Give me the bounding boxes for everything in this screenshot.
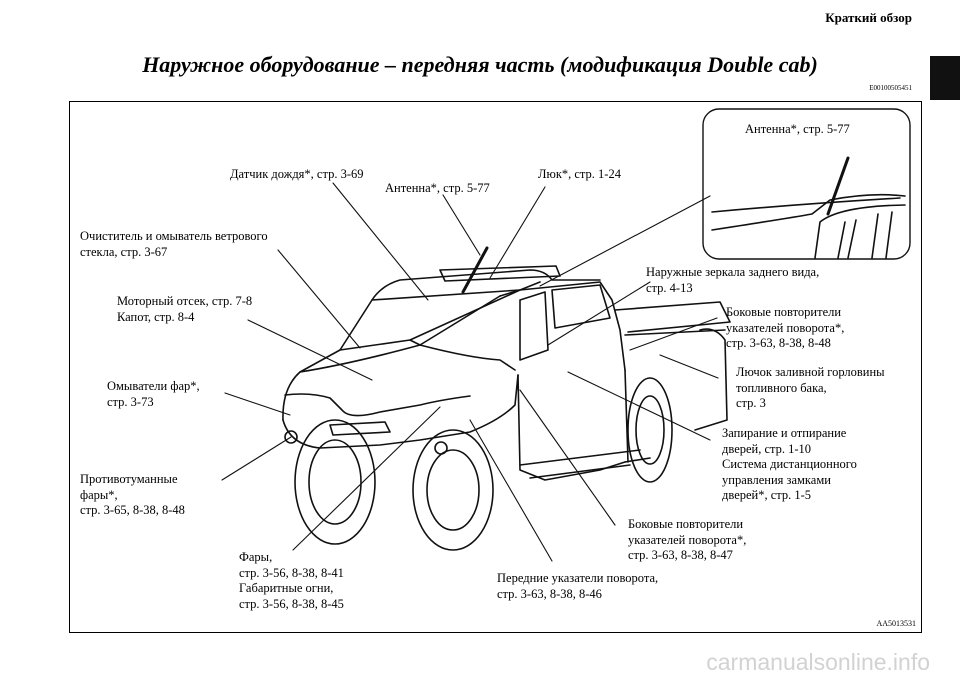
callout-antenna-inset: Антенна*, стр. 5-77: [745, 122, 850, 136]
callout-fuel-filler: Лючок заливной горловины топливного бака…: [736, 365, 885, 410]
callout-sunroof: Люк*, стр. 1-24: [538, 167, 621, 181]
callout-antenna: Антенна*, стр. 5-77: [385, 181, 490, 195]
callout-headlamps: Фары, стр. 3-56, 8-38, 8-41 Габаритные о…: [239, 550, 344, 611]
wheels: [294, 377, 673, 551]
watermark: carmanualsonline.info: [706, 649, 930, 675]
figure-frame: [69, 101, 922, 633]
callout-front-turn-signals: Передние указатели поворота, стр. 3-63, …: [497, 571, 659, 601]
callout-headlamp-washers: Омыватели фар*, стр. 3-73: [107, 379, 200, 409]
truck-body: [282, 246, 731, 481]
fog-lamp-shapes: [284, 430, 448, 455]
callout-side-repeaters-top: Боковые повторители указателей поворота*…: [726, 305, 845, 350]
callout-wiper-washer: Очиститель и омыватель ветрового стекла,…: [80, 229, 268, 259]
callout-side-repeaters-bottom: Боковые повторители указателей поворота*…: [628, 517, 747, 562]
leader-lines: [221, 182, 719, 562]
callout-door-locks: Запирание и отпирание дверей, стр. 1-10 …: [722, 426, 857, 502]
callout-fog-lamps: Противотуманные фары*, стр. 3-65, 8-38, …: [80, 472, 185, 517]
section-header: Краткий обзор: [825, 10, 912, 25]
antenna-inset: [702, 108, 911, 260]
chapter-tab: [930, 56, 960, 100]
callout-engine-hood: Моторный отсек, стр. 7-8 Капот, стр. 8-4: [117, 294, 253, 324]
callout-rain-sensor: Датчик дождя*, стр. 3-69: [230, 167, 364, 181]
page-title: Наружное оборудование – передняя часть (…: [142, 52, 818, 77]
document-code: E00100505451: [869, 84, 912, 92]
figure-code: AA5013531: [876, 619, 916, 628]
callout-mirrors: Наружные зеркала заднего вида, стр. 4-13: [646, 265, 820, 295]
